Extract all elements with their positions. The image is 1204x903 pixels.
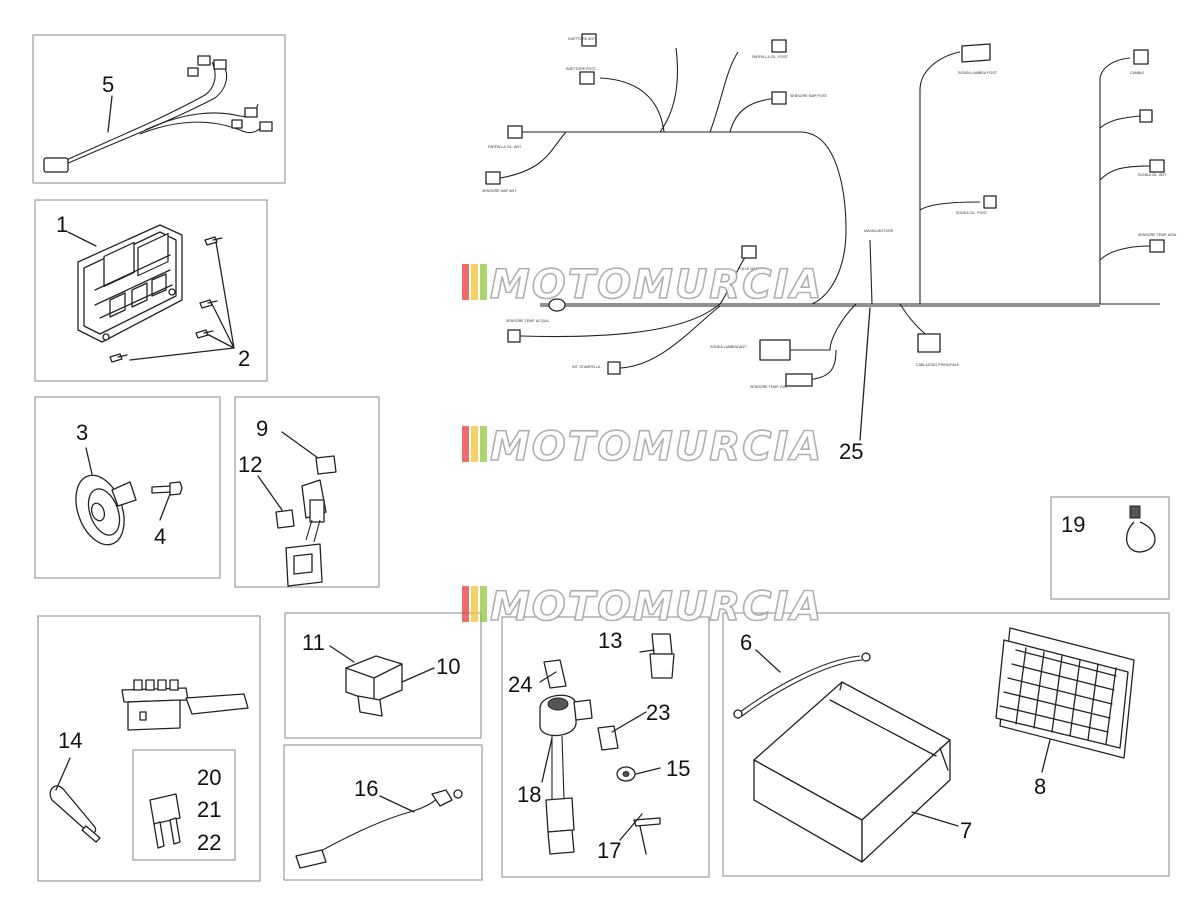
callout-17: 17 xyxy=(597,838,621,863)
watermark-stripe xyxy=(462,264,469,300)
callout-5: 5 xyxy=(102,72,114,97)
callout-2: 2 xyxy=(238,346,250,371)
watermark-text: MOTOMURCIA xyxy=(490,262,823,308)
callout-21: 21 xyxy=(197,797,221,822)
screw-set xyxy=(109,236,235,363)
watermark-stripe xyxy=(462,426,469,462)
callout-4: 4 xyxy=(154,524,166,549)
harness-label: FOLLE MARCE xyxy=(738,267,764,271)
panel-fuse-set xyxy=(132,749,236,861)
callout-12: 12 xyxy=(238,452,262,477)
harness-label: INIETTORE POST. xyxy=(566,67,597,71)
fuse-puller-part xyxy=(49,785,101,843)
fuse-box-part xyxy=(121,679,249,731)
harness-label-group: INIETTORE ANT. INIETTORE POST. FARFALLA … xyxy=(482,37,1177,389)
callout-14: 14 xyxy=(58,728,82,753)
harness-label: SONDA CIL. POST. xyxy=(956,211,988,215)
watermark: MOTOMURCIA xyxy=(462,261,823,309)
blade-fuse-part xyxy=(149,793,181,849)
ground-lead-part xyxy=(295,789,463,869)
panel-battery xyxy=(722,612,1170,877)
callout-9: 9 xyxy=(256,416,268,441)
harness-label: SENSORE MAP ANT. xyxy=(482,189,517,193)
watermark-text: MOTOMURCIA xyxy=(490,424,823,470)
harness-label: FARFALLA CIL. POST. xyxy=(752,55,789,59)
watermark-stripe xyxy=(480,264,487,300)
wiring-adapter-part xyxy=(43,55,273,173)
harness-label: CABLAGGIO PRINCIPALE xyxy=(916,363,960,367)
harness-label: SENSORE TEMP. ACQUA xyxy=(506,319,549,323)
panel-fuse-box xyxy=(37,615,261,882)
callout-18: 18 xyxy=(517,782,541,807)
callout-25: 25 xyxy=(839,439,863,464)
panel-ignition xyxy=(501,616,710,878)
horn-part xyxy=(75,474,137,546)
main-harness-part xyxy=(485,33,1165,441)
harness-label: INIETTORE ANT. xyxy=(568,37,596,41)
callout-6: 6 xyxy=(740,630,752,655)
cable-tie-part xyxy=(1126,505,1156,553)
panel-wiring-adapter xyxy=(32,34,286,184)
callout-10: 10 xyxy=(436,654,460,679)
fuse-holder-part xyxy=(275,455,337,587)
callout-7: 7 xyxy=(960,818,972,843)
harness-label: SONDA CIL. ANT. xyxy=(1138,173,1167,177)
callout-23: 23 xyxy=(646,700,670,725)
harness-label: SONDA LAMBDA POST. xyxy=(958,71,998,75)
callout-3: 3 xyxy=(76,420,88,445)
battery-part xyxy=(753,681,951,863)
harness-label: INT. STAMPELLA xyxy=(572,365,601,369)
panel-horn xyxy=(34,396,221,579)
callout-20: 20 xyxy=(197,765,221,790)
callout-15: 15 xyxy=(666,756,690,781)
watermark-stripe xyxy=(480,586,487,622)
ignition-switch-part xyxy=(539,633,675,855)
panel-cable-tie xyxy=(1050,496,1170,600)
harness-label: FARFALLA CIL. ANT. xyxy=(488,145,522,149)
battery-cover-part xyxy=(995,627,1135,759)
panel-lead xyxy=(283,744,483,881)
callout-1: 1 xyxy=(56,212,68,237)
panel-relay xyxy=(284,612,482,739)
callout-16: 16 xyxy=(354,776,378,801)
callout-24: 24 xyxy=(508,672,532,697)
watermark-stripe xyxy=(471,264,478,300)
watermark-text: MOTOMURCIA xyxy=(490,584,823,630)
watermark-stripe xyxy=(462,586,469,622)
harness-label: CAMBIO xyxy=(1130,71,1144,75)
watermark: MOTOMURCIA xyxy=(462,583,823,631)
watermark-stripe xyxy=(480,426,487,462)
panel-ecu xyxy=(34,199,268,382)
panel-fuse-holder xyxy=(234,396,380,588)
watermark: MOTOMURCIA xyxy=(462,423,823,471)
harness-label: SENSORE MAP POST. xyxy=(790,94,828,98)
horn-bolt xyxy=(151,481,183,496)
ecu-part xyxy=(77,224,183,343)
callout-11: 11 xyxy=(302,630,325,655)
callout-numbers: 1 2 3 4 5 6 7 8 9 10 11 12 13 14 15 16 1… xyxy=(56,72,1085,863)
harness-label: SENSORE TEMP. ARIA xyxy=(1138,233,1177,237)
callout-22: 22 xyxy=(197,830,221,855)
callout-8: 8 xyxy=(1034,774,1046,799)
battery-cable-part xyxy=(733,652,871,719)
watermark-stripe xyxy=(471,586,478,622)
leader-lines xyxy=(55,95,1051,841)
harness-label: SONDA LAMBDA ANT. xyxy=(710,345,747,349)
relay-part xyxy=(345,655,403,717)
harness-label: SENSORE TEMP. GIRI xyxy=(750,385,787,389)
watermark-stripe xyxy=(471,426,478,462)
callout-19: 19 xyxy=(1061,512,1085,537)
harness-label: MASSA MOTORE xyxy=(864,229,894,233)
callout-13: 13 xyxy=(598,628,622,653)
